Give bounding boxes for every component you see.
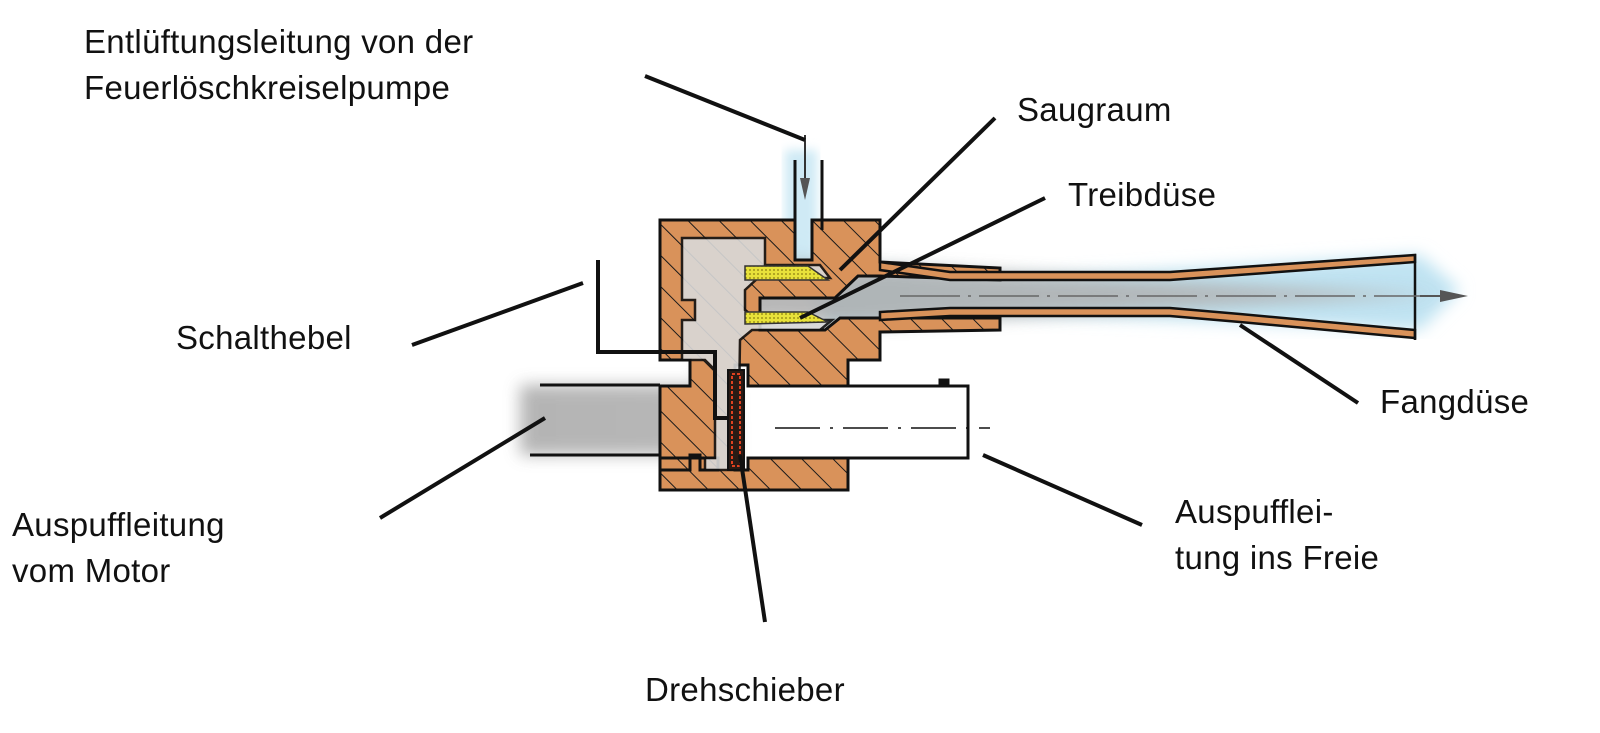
leader-saugraum xyxy=(838,116,997,272)
diffuser xyxy=(878,253,1417,340)
label-fangduese: Fangdüse xyxy=(1380,383,1530,420)
leader-drehschieber xyxy=(738,454,767,623)
exhaust-gas-flow xyxy=(520,260,1440,465)
leader-auspuff-motor xyxy=(378,416,547,520)
outlet-arrow-icon xyxy=(1420,290,1468,302)
exhaust-pipe-outlet xyxy=(762,378,970,460)
label-line: tung ins Freie xyxy=(1175,539,1380,576)
label-line: Feuerlöschkreiselpumpe xyxy=(84,69,451,106)
leader-entlueftung xyxy=(644,74,806,142)
switch-lever xyxy=(596,260,730,420)
label-line: Auspuffleitung xyxy=(12,506,225,543)
label-schalthebel: Schalthebel xyxy=(176,319,352,356)
leader-fangduese xyxy=(1238,323,1360,405)
exhaust-pipe-inlet xyxy=(530,383,660,457)
label-auspuffleitung-motor: Auspuffleitung vom Motor xyxy=(12,505,225,591)
label-line: Auspufflei- xyxy=(1175,493,1334,530)
leader-schalthebel xyxy=(411,281,584,347)
label-auspuffleitung-freie: Auspufflei- tung ins Freie xyxy=(1175,492,1379,578)
housing-cavity xyxy=(680,236,836,472)
label-treibduese: Treibdüse xyxy=(1068,176,1217,213)
label-entlueftungsleitung: Entlüftungsleitung von der Feuerlöschkre… xyxy=(84,22,473,108)
leader-auspuff-freie xyxy=(982,453,1143,527)
label-saugraum: Saugraum xyxy=(1017,91,1172,128)
leader-treibduese xyxy=(799,196,1046,320)
label-line: Entlüftungsleitung von der xyxy=(84,23,474,60)
label-drehschieber: Drehschieber xyxy=(645,671,845,708)
rotary-slider xyxy=(727,369,745,471)
label-line: vom Motor xyxy=(12,552,171,589)
inlet-arrow-icon xyxy=(800,135,810,200)
